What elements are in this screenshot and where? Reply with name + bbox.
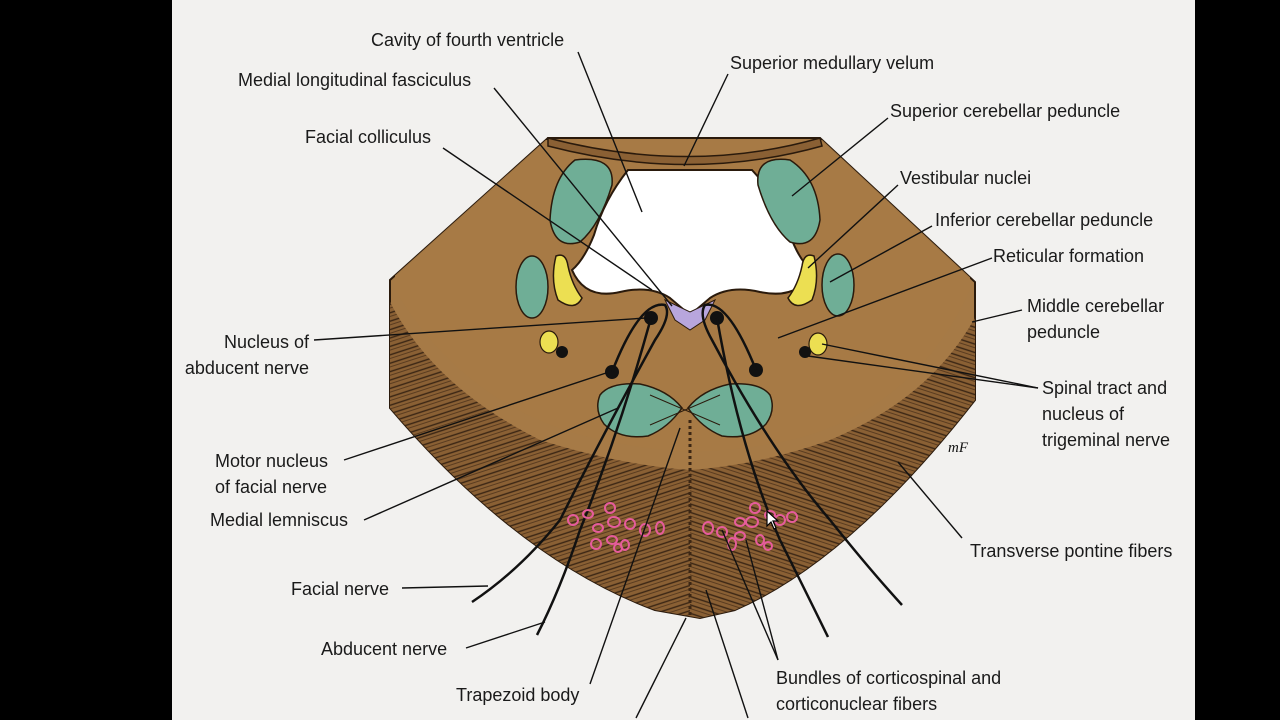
label-superior-cerebellar-peduncle: Superior cerebellar peduncle (890, 98, 1120, 124)
label-inferior-cerebellar-peduncle: Inferior cerebellar peduncle (935, 207, 1153, 233)
label-motor-nucleus-facial: Motor nucleus of facial nerve (215, 448, 328, 500)
illustrator-signature: mF (948, 440, 969, 456)
label-medial-longitudinal-fasciculus: Medial longitudinal fasciculus (238, 67, 471, 93)
label-facial-nerve: Facial nerve (291, 576, 389, 602)
label-medial-lemniscus: Medial lemniscus (210, 507, 348, 533)
label-corticospinal-bundles: Bundles of corticospinal and corticonucl… (776, 665, 1001, 717)
inferior-cerebellar-peduncle-left (516, 256, 548, 318)
label-trapezoid-body: Trapezoid body (456, 682, 579, 708)
spinal-trigeminal-nucleus-left (540, 331, 558, 353)
label-abducent-nerve: Abducent nerve (321, 636, 447, 662)
label-facial-colliculus: Facial colliculus (305, 124, 431, 150)
inferior-cerebellar-peduncle-right (822, 254, 854, 316)
label-transverse-pontine-fibers: Transverse pontine fibers (970, 538, 1172, 564)
label-reticular-formation: Reticular formation (993, 243, 1144, 269)
label-spinal-tract-trigeminal: Spinal tract and nucleus of trigeminal n… (1042, 375, 1170, 453)
label-vestibular-nuclei: Vestibular nuclei (900, 165, 1031, 191)
label-cavity-fourth-ventricle: Cavity of fourth ventricle (371, 27, 564, 53)
label-nucleus-abducent: Nucleus of abducent nerve (174, 329, 309, 381)
mouse-pointer-icon (766, 510, 780, 530)
label-superior-medullary-velum: Superior medullary velum (730, 50, 934, 76)
label-middle-cerebellar-peduncle: Middle cerebellar peduncle (1027, 293, 1164, 345)
spinal-tract-dot-left (556, 346, 568, 358)
